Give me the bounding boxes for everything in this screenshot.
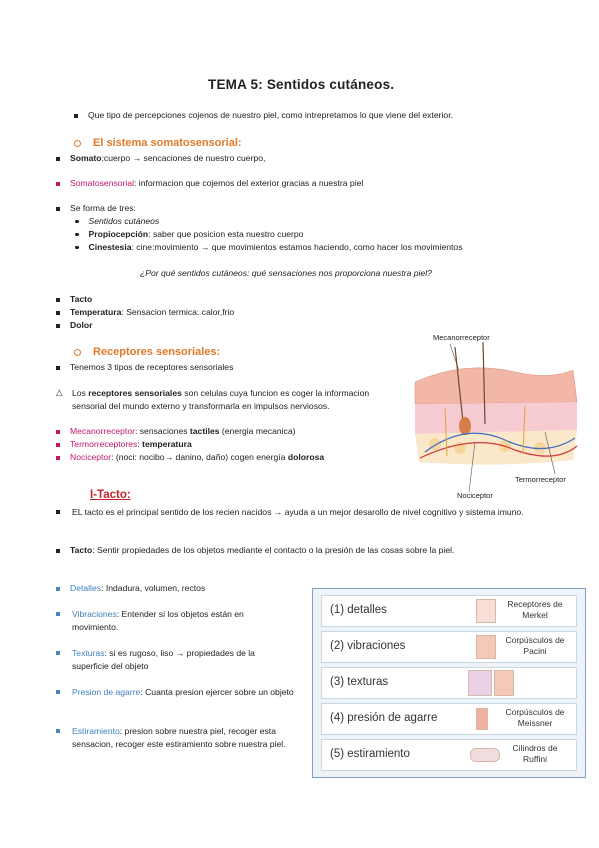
page-title: TEMA 5: Sentidos cutáneos.: [208, 77, 395, 92]
list-item: Dolor: [56, 320, 92, 331]
pacini-corpuscle-icon: [476, 635, 496, 659]
list-item: Se forma de tres:: [56, 203, 136, 214]
section-heading-somatosensorial: El sistema somatosensorial:: [74, 137, 242, 149]
bullet-icon: [56, 608, 70, 619]
list-item: Termorreceptores: temperatura: [56, 439, 192, 450]
list-item: Texturas: si es rugoso, liso → propiedad…: [72, 648, 255, 671]
sub-list-item: Sentidos cutáneos: [75, 216, 159, 227]
section-heading-receptores: Receptores sensoriales:: [74, 346, 220, 358]
list-item: Mecanorreceptor: sensaciones tactiles (e…: [56, 426, 295, 437]
tacto-paragraph-1: EL tacto es el principal sentido de los …: [72, 507, 524, 517]
label-termorreceptor: Termorreceptor: [515, 475, 566, 484]
merkel-receptor-icon: [468, 670, 492, 696]
sub-list-item: Cinestesia: cine:movimiento → que movimi…: [75, 242, 463, 253]
label-mecanorreceptor: Mecanorreceptor: [433, 333, 490, 342]
pacini-corpuscle-icon: [494, 670, 514, 696]
question-text: ¿Por qué sentidos cutáneos: qué sensacio…: [140, 268, 432, 278]
dot-bullet-icon: [75, 232, 79, 237]
bullet-icon: [56, 647, 70, 658]
bullet-icon: [56, 455, 60, 460]
bullet-icon: [56, 429, 60, 434]
merkel-receptor-icon: [476, 599, 496, 623]
dot-bullet-icon: [75, 245, 79, 250]
list-item: Presion de agarre: Cuanta presion ejerce…: [72, 687, 294, 697]
bullet-icon: [56, 548, 60, 553]
list-item: Somato:cuerpo → sencaciones de nuestro c…: [56, 153, 265, 164]
label-nociceptor: Nociceptor: [457, 491, 493, 500]
bullet-icon: [74, 113, 78, 118]
dot-bullet-icon: [75, 219, 79, 224]
meissner-corpuscle-icon: [476, 708, 488, 730]
table-row: (3) texturas: [321, 667, 577, 699]
bullet-icon: [56, 206, 60, 211]
bullet-icon: [56, 586, 60, 591]
list-item: Tacto: [56, 294, 92, 305]
table-row: (1) detalles Receptores de Merkel: [321, 595, 577, 627]
section-heading-tacto: I-Tacto:: [90, 489, 131, 501]
circle-bullet-icon: [74, 348, 81, 356]
list-item: Estiramiento: presion sobre nuestra piel…: [72, 726, 286, 749]
sub-list-item: Propiocepción: saber que posicion esta n…: [75, 229, 303, 240]
bullet-icon: [56, 310, 60, 315]
skin-diagram: Mecanorreceptor Termorreceptor Nocicepto…: [405, 332, 585, 502]
bullet-icon: [56, 156, 60, 161]
bullet-icon: [56, 506, 70, 517]
bullet-icon: [56, 686, 70, 697]
bullet-icon: [56, 181, 60, 186]
bullet-icon: [56, 323, 60, 328]
bullet-icon: [56, 365, 60, 370]
triangle-bullet-icon: △: [56, 387, 63, 397]
bullet-icon: [56, 725, 70, 736]
receptor-table: (1) detalles Receptores de Merkel (2) vi…: [312, 588, 586, 778]
list-item: Vibraciones: Entender si los objetos est…: [72, 609, 244, 632]
skin-cross-section-illustration: [414, 342, 578, 492]
list-item: Detalles: Indadura, volumen, rectos: [56, 583, 205, 594]
list-item: Temperatura: Sensacion termica: calor,fr…: [56, 307, 234, 318]
list-item: Tacto: Sentir propiedades de los objetos…: [56, 545, 454, 556]
table-row: (2) vibraciones Corpúsculos de Pacini: [321, 631, 577, 663]
table-row: (4) presión de agarre Corpúsculos de Mei…: [321, 703, 577, 735]
list-item: Somatosensorial: informacion que cojemos…: [56, 178, 363, 189]
list-item: Tenemos 3 tipos de receptores sensoriale…: [56, 362, 233, 373]
bullet-icon: [56, 442, 60, 447]
circle-bullet-icon: [74, 139, 81, 147]
list-item: Nociceptor: (noci: nocibo→ danino, daño)…: [56, 452, 324, 463]
ruffini-cylinder-icon: [470, 748, 500, 762]
intro-text: Que tipo de percepciones cojenos de nues…: [88, 110, 453, 120]
intro-bullet: Que tipo de percepciones cojenos de nues…: [74, 110, 453, 121]
bullet-icon: [56, 297, 60, 302]
receptores-definition: Los receptores sensoriales son celulas c…: [72, 388, 370, 411]
table-row: (5) estiramiento Cilindros de Ruffini: [321, 739, 577, 771]
